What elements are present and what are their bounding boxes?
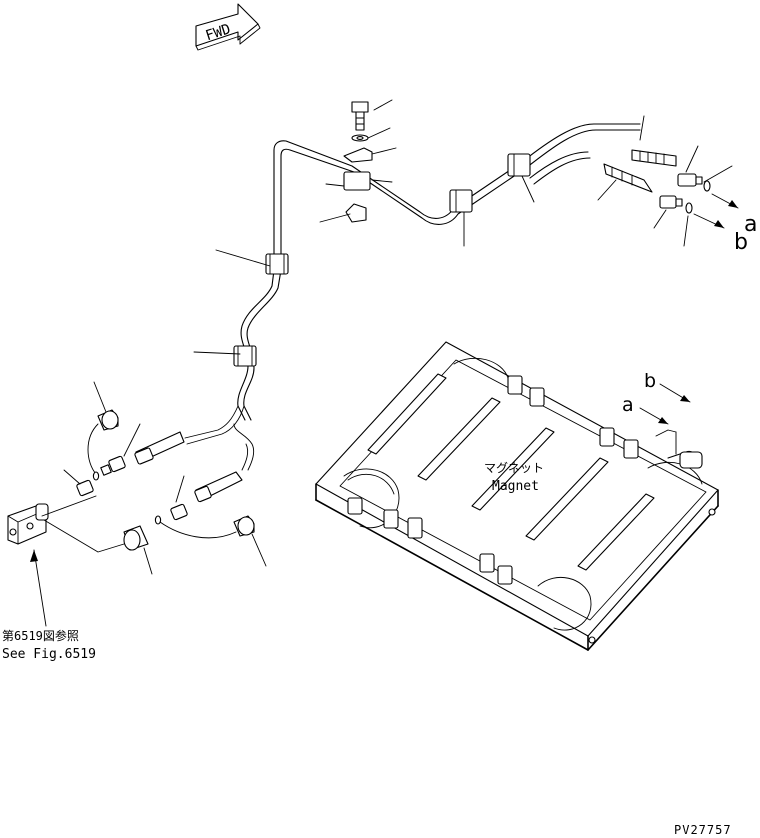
right-fittings: [603, 149, 711, 214]
callout-arrows-right: [693, 193, 739, 229]
bolt-assembly: [343, 101, 373, 223]
reference-label-jp: 第6519図参照: [2, 629, 79, 643]
callout-arrows-tank: [639, 383, 691, 425]
fwd-arrow-icon: [195, 3, 261, 51]
leader-lines-lower: [63, 381, 267, 575]
tube-clamp: [233, 153, 531, 367]
callout-a-tank: a: [622, 394, 634, 416]
reference-label-en: See Fig.6519: [2, 647, 96, 662]
drawing-number: PV27757: [674, 823, 732, 837]
callout-a-right: a: [744, 212, 758, 237]
callout-b-right: b: [734, 230, 748, 255]
magnet-tank-frame: [315, 341, 719, 651]
magnet-label-jp: マグネット: [484, 461, 545, 475]
leader-lines: [193, 99, 733, 355]
lower-left-fittings: [7, 409, 255, 627]
magnet-label-en: Magnet: [492, 479, 539, 494]
callout-b-tank: b: [644, 370, 657, 392]
